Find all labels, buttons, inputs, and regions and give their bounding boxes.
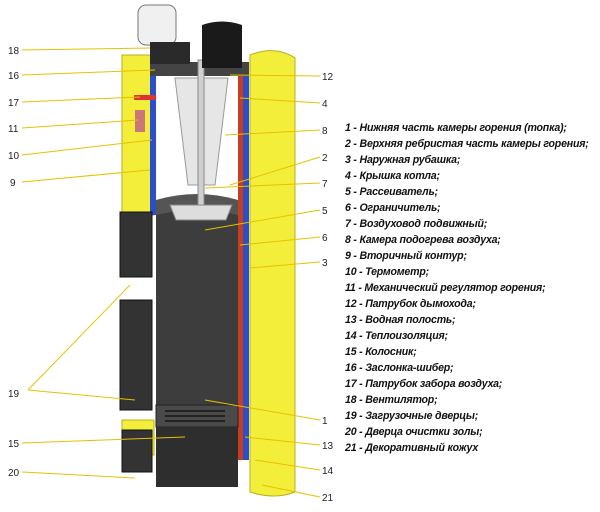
legend-item: 9 - Вторичный контур; [345,250,467,262]
grate-holes [165,410,225,422]
callout-13: 13 [322,441,334,452]
callout-18: 18 [8,46,20,57]
legend-item: 1 - Нижняя часть камеры горения (топка); [345,122,567,134]
callout-2: 2 [322,153,328,164]
loading-door-upper [119,211,153,278]
legend-item: 15 - Колосник; [345,346,417,358]
legend-item: 11 - Механический регулятор горения; [345,282,546,294]
legend-item: 21 - Декоративный кожух [345,442,479,454]
legend-item: 2 - Верхняя ребристая часть камеры горен… [345,138,589,150]
callout-3: 3 [322,258,328,269]
legend-item: 7 - Воздуховод подвижный; [345,218,488,230]
water-jacket-left [150,65,156,215]
outer-shell-right [238,65,243,460]
ash-chamber [156,427,238,487]
callout-8: 8 [322,126,328,137]
callout-11: 11 [8,124,19,135]
callout-1: 1 [322,416,328,427]
legend-item: 18 - Вентилятор; [345,394,438,406]
callout-21: 21 [322,493,334,504]
legend-item: 10 - Термометр; [345,266,429,278]
callout-16: 16 [8,71,20,82]
legend-item: 6 - Ограничитель; [345,202,441,214]
legend-item: 17 - Патрубок забора воздуха; [345,378,503,390]
legend-item: 20 - Дверца очистки золы; [345,426,483,438]
thermometer [134,95,156,100]
callout-6: 6 [322,233,328,244]
fan [137,4,177,46]
decorative-casing [249,50,296,497]
callout-12: 12 [322,72,334,83]
callout-17: 17 [8,98,20,109]
callout-10: 10 [8,151,20,162]
callout-numbers: 18 16 17 11 10 9 19 15 20 12 4 8 2 7 5 6… [8,46,334,504]
legend-item: 14 - Теплоизоляция; [345,330,448,342]
legend-item: 19 - Загрузочные дверцы; [345,410,479,422]
movable-air-duct [197,59,205,211]
damper [150,42,190,64]
legend-item: 3 - Наружная рубашка; [345,154,461,166]
callout-4: 4 [322,99,328,110]
legend-item: 13 - Водная полость; [345,314,456,326]
water-jacket-right [243,65,249,460]
parts-legend: 1 - Нижняя часть камеры горения (топка);… [345,120,589,456]
callout-19: 19 [8,389,20,400]
combustion-chamber [156,200,238,410]
legend-item: 8 - Камера подогрева воздуха; [345,234,501,246]
legend-item: 12 - Патрубок дымохода; [345,298,476,310]
loading-door-lower [119,299,153,411]
diffuser [169,204,233,221]
legend-item: 16 - Заслонка-шибер; [345,362,454,374]
callout-15: 15 [8,439,20,450]
callout-9: 9 [10,178,16,189]
casing-left-upper [121,54,155,216]
legend-item: 4 - Крышка котла; [345,170,440,182]
boiler-illustration [119,4,296,497]
callout-7: 7 [322,179,328,190]
combustion-regulator [135,110,145,132]
chimney-pipe [202,21,242,68]
callout-20: 20 [8,468,20,479]
legend-item: 5 - Рассеиватель; [345,186,438,198]
callout-14: 14 [322,466,334,477]
ash-door [121,429,153,473]
callout-5: 5 [322,206,328,217]
leader-lines [21,47,321,498]
